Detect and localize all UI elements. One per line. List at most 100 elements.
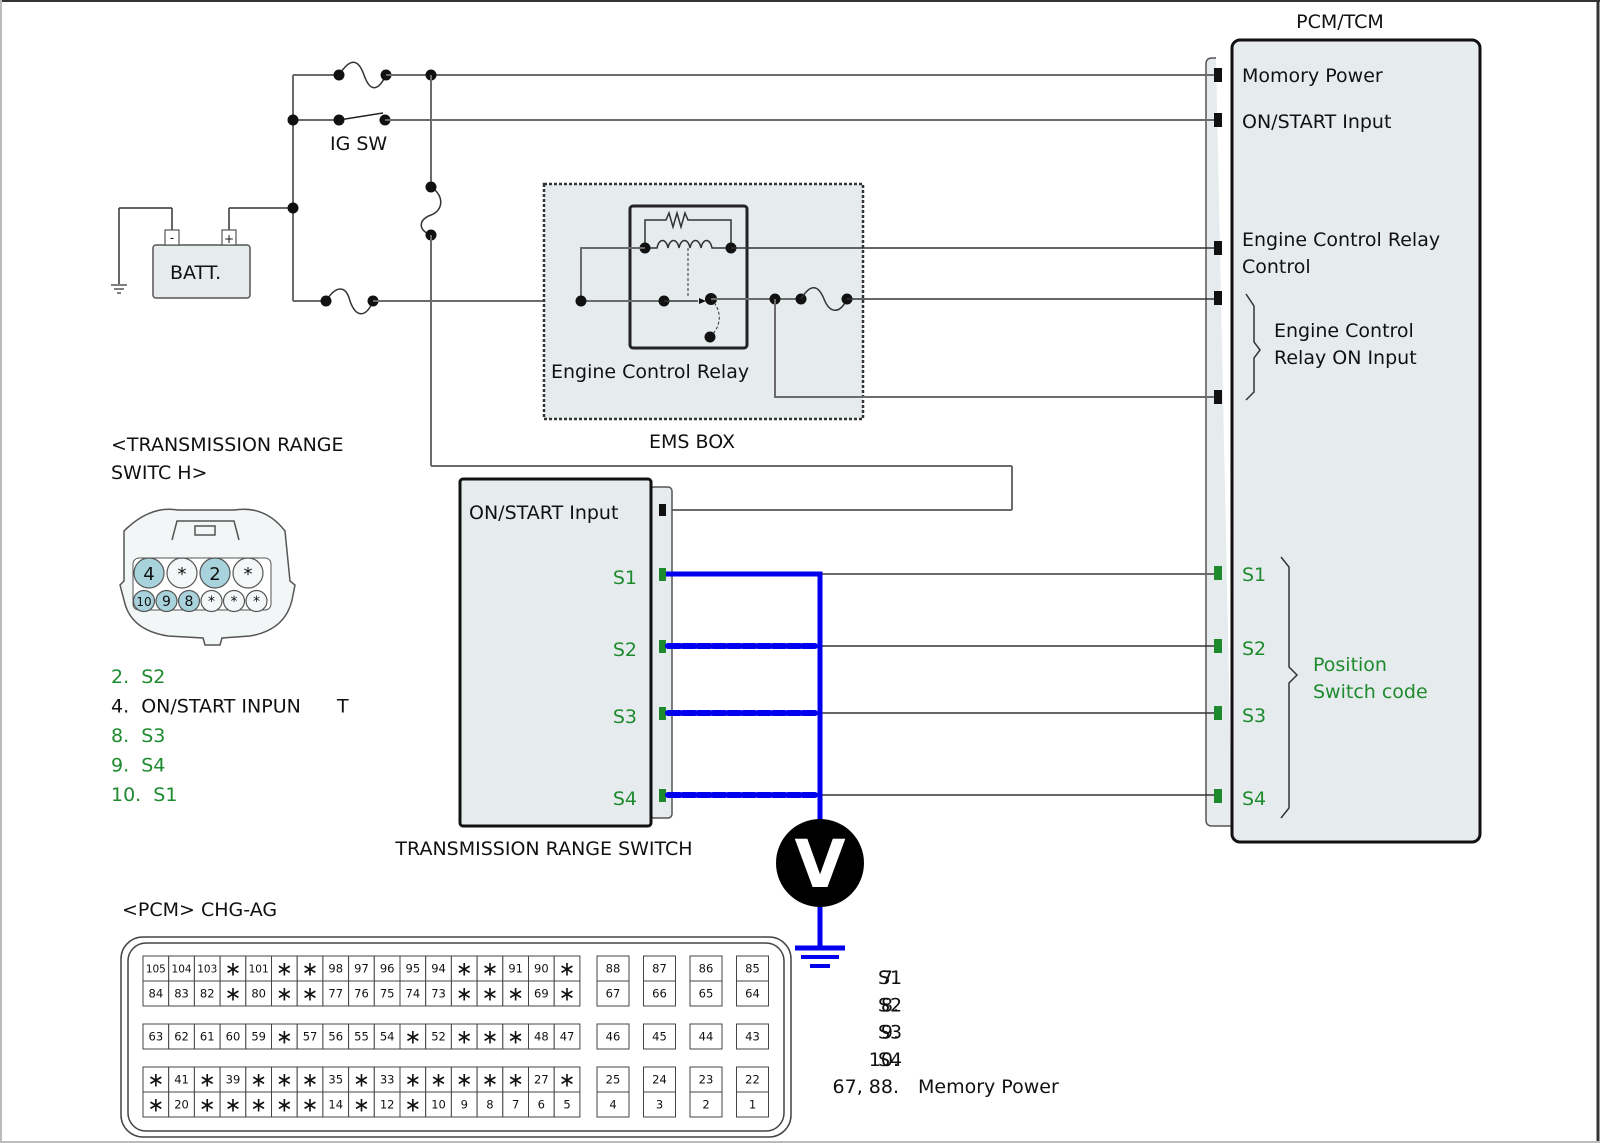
pcm-pin-label: 80 (251, 987, 266, 1001)
pcm-pin-label: 91 (508, 962, 523, 976)
pcm-pin-empty: ∗ (225, 1093, 242, 1117)
pcm-pin-cell (168, 980, 195, 1007)
pcm-pin-cell (553, 1023, 581, 1050)
fuse-relay-out (800, 287, 848, 311)
fuse-memory (338, 61, 387, 89)
probe-wire-s1 (666, 571, 823, 830)
pcm-pin-empty: ∗ (225, 957, 242, 981)
pcm-pin-cell (450, 955, 478, 982)
pcm-pin-label: 62 (174, 1030, 189, 1044)
pcm-pin-label: 69 (534, 987, 549, 1001)
pcm-pin-cell (425, 980, 452, 1007)
pcm-pin-label: 4 (609, 1098, 616, 1112)
pcm-pin-cell (553, 1066, 581, 1093)
trs-pin-s2 (659, 640, 666, 653)
pcm-pin-label: 96 (380, 962, 395, 976)
pcm-pin-empty: ∗ (404, 1025, 421, 1049)
fuse-vertical (420, 186, 442, 236)
pcm-pin-label: 97 (354, 962, 369, 976)
pcm-pin-list-name: S1 (878, 967, 902, 989)
pcm-pin-label: 98 (328, 962, 343, 976)
pcm-pin-empty: ∗ (559, 982, 576, 1006)
pcm-pin-label: 76 (354, 987, 369, 1001)
pcm-pin-cell (528, 955, 555, 982)
trs-label-s3: S3 (613, 706, 637, 728)
pcm-pin-empty: ∗ (276, 957, 293, 981)
pcm-pin-empty: ∗ (276, 1093, 293, 1117)
label-ecr-control-2: Control (1242, 256, 1311, 278)
pcm-pin-empty: ∗ (302, 1068, 319, 1092)
pcm-pin-cell (271, 1091, 298, 1118)
pcm-pin-cell (348, 1023, 375, 1050)
pcm-pin-cell (689, 980, 723, 1007)
pcm-pin-label: 6 (538, 1098, 545, 1112)
pcm-pin-empty: ∗ (302, 1093, 319, 1117)
pcm-pin-empty: ∗ (456, 1025, 473, 1049)
pcm-pin-label: 43 (745, 1030, 760, 1044)
pcm-pin-label: 84 (149, 987, 164, 1001)
label-battery: BATT. (170, 262, 221, 284)
pcm-pin-cell (736, 1023, 769, 1050)
label-pcm-s3: S3 (1242, 705, 1266, 727)
pcm-pin-label: 75 (380, 987, 395, 1001)
pcm-pin-cell (476, 980, 504, 1007)
pin-ecr-on-2 (1214, 390, 1222, 404)
pcm-pin-list-number: 7. (881, 967, 899, 989)
pcm-pin-cell (348, 980, 375, 1007)
pcm-pin-cell (476, 1091, 504, 1118)
battery-pos-terminal (221, 229, 237, 246)
pcm-pin-list-name: Memory Power (918, 1076, 1059, 1098)
pcm-pin-cell (399, 955, 427, 982)
trs-pin-list-item: 2. S2 (111, 666, 165, 688)
pcm-pin-label: 101 (249, 964, 269, 976)
pcm-pin-cell (142, 1066, 170, 1093)
pcm-pin-label: 5 (563, 1098, 570, 1112)
pcm-pin-empty: ∗ (482, 1025, 499, 1049)
pcm-pin-label: 2 (702, 1098, 709, 1112)
battery-neg-terminal (164, 229, 180, 246)
connector-pin-label: 10 (136, 595, 151, 609)
pcm-pin-cell (450, 1091, 478, 1118)
pcm-pin-cell (689, 1023, 723, 1050)
pcm-pin-empty: ∗ (353, 1068, 370, 1092)
pcm-pin-list-name: S2 (878, 994, 902, 1016)
connector-pin (132, 589, 156, 613)
pin-on-start (1214, 113, 1222, 127)
pcm-pin-empty: ∗ (482, 982, 499, 1006)
pcm-pin-cell (142, 980, 170, 1007)
pcm-pin-cell (553, 1091, 581, 1118)
pcm-pin-label: 67 (606, 987, 621, 1001)
pcm-pin-cell (219, 955, 247, 982)
pcm-pin-label: 61 (200, 1030, 215, 1044)
pcm-pin-label: 46 (606, 1030, 621, 1044)
pcm-pin-cell (643, 1023, 676, 1050)
connector-pin (155, 589, 178, 613)
pcm-pin-list-number: 67, 88. (833, 1076, 899, 1098)
pcm-pin-cell (271, 980, 298, 1007)
connector-pin-label: 8 (185, 594, 194, 610)
label-ems-box: EMS BOX (649, 431, 735, 453)
pcm-pin-cell (596, 1091, 630, 1118)
pcm-pin-label: 103 (197, 964, 217, 976)
pcm-pin-label: 59 (251, 1030, 266, 1044)
pcm-pin-list-number: 8. (881, 994, 899, 1016)
pcm-pin-cell (245, 1023, 273, 1050)
label-ecr-on-1: Engine Control (1274, 320, 1414, 342)
trs-body (458, 477, 653, 828)
pcm-pin-cell (596, 980, 630, 1007)
pcm-pin-cell (425, 1091, 452, 1118)
pcm-pin-empty: ∗ (507, 1068, 524, 1092)
pcm-pin-empty: ∗ (302, 957, 319, 981)
pin-pcm-s2 (1214, 639, 1222, 653)
pcm-pin-cell (219, 1023, 247, 1050)
pcm-body (1230, 38, 1482, 844)
label-ecr-on-2: Relay ON Input (1274, 347, 1417, 369)
pcm-pin-label: 14 (328, 1098, 343, 1112)
pcm-pin-cell (399, 1066, 427, 1093)
pcm-pin-label: 45 (652, 1030, 667, 1044)
pcm-pin-list-name: S4 (878, 1049, 902, 1071)
pcm-pin-cell (596, 1066, 630, 1093)
pcm-pin-label: 55 (354, 1030, 369, 1044)
